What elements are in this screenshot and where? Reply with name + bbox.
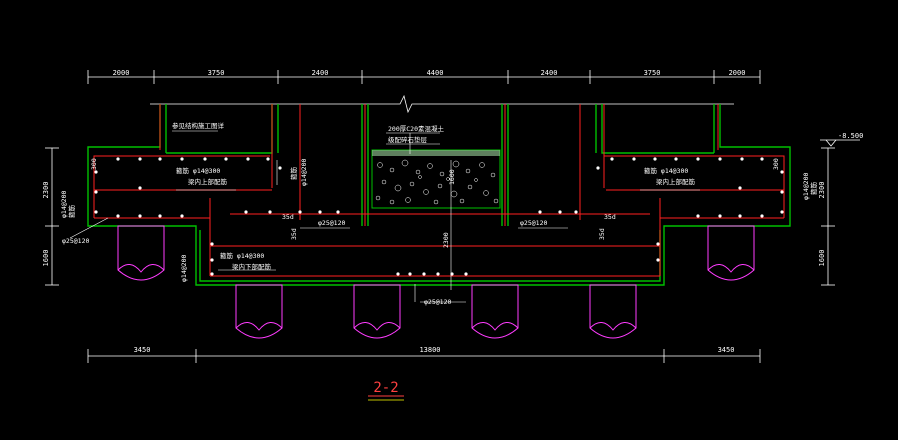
top-dimension-texts: 2000 3750 2400 4400 2400 3750 2000: [113, 69, 746, 77]
right-dim-2: 1600: [818, 250, 826, 267]
lower-rebar-note-2: 梁内下部配筋: [232, 262, 272, 271]
phi14-left-vert-b: φ14@200: [180, 255, 188, 282]
left-rebar-note-2: 梁内上部配筋: [188, 177, 228, 186]
label-1600-center: 1600: [448, 169, 456, 185]
hook-label-inner: 箍筋: [289, 167, 298, 181]
pile-1: [117, 225, 165, 281]
pile-3: [353, 284, 401, 339]
hook-label-right: 箍筋: [809, 182, 818, 196]
piles: [117, 225, 755, 339]
phi14-left-vert: φ14@200: [60, 191, 68, 218]
top-dim-7: 2000: [729, 69, 746, 77]
phi25-left: φ25@120: [62, 237, 89, 245]
drawing-title: 2-2: [373, 380, 398, 396]
label-35d-4: 35d: [598, 228, 606, 240]
elevation-marker: -8.500: [820, 132, 863, 147]
right-dimension-line: [821, 147, 835, 286]
label-300-right: 300: [772, 158, 780, 170]
phi25-bottom: φ25@120: [424, 298, 451, 306]
lower-rebar-note: 箍筋 φ14@300: [220, 251, 264, 260]
leader-lines: [69, 130, 700, 303]
phi25-mid-right: φ25@120: [520, 219, 547, 227]
top-dim-3: 2400: [312, 69, 329, 77]
label-300-left: 300: [90, 158, 98, 170]
left-dim-2: 1600: [42, 250, 50, 267]
left-dimension-line: [45, 147, 59, 286]
top-dim-6: 3750: [644, 69, 661, 77]
bottom-dimension-line: [87, 349, 761, 363]
drawing-title-block: 2-2: [368, 380, 404, 401]
bottom-dim-1: 3450: [134, 346, 151, 354]
label-2300-center: 2300: [442, 232, 450, 248]
right-rebar-note-2: 梁内上部配筋: [656, 177, 696, 186]
top-dim-4: 4400: [427, 69, 444, 77]
bottom-dim-2: 13800: [419, 346, 440, 354]
phi14-inner-vert: φ14@200: [300, 159, 308, 186]
side-dimension-texts: 2300 1600 2300 1600: [42, 182, 826, 267]
top-dim-1: 2000: [113, 69, 130, 77]
phi14-right-vert: φ14@200: [802, 173, 810, 200]
hook-label-left: 箍筋: [67, 205, 76, 219]
elevation-text: -8.500: [838, 132, 863, 140]
top-ground-line: [150, 94, 734, 114]
right-rebar-note: 箍筋 φ14@300: [644, 166, 688, 175]
bottom-dimension-texts: 3450 13800 3450: [134, 346, 735, 354]
top-dim-2: 3750: [208, 69, 225, 77]
left-dim-1: 2300: [42, 182, 50, 199]
label-35d-3: 35d: [290, 228, 298, 240]
pile-2: [235, 284, 283, 339]
left-rebar-note: 箍筋 φ14@300: [176, 166, 220, 175]
top-dim-5: 2400: [541, 69, 558, 77]
annotation-texts: 参见结构施工图详 200厚C20素混凝土 级配碎石垫层 箍筋 φ14@300 梁…: [60, 121, 818, 306]
note-upper-left: 参见结构施工图详: [172, 121, 225, 130]
rebar-dots: [94, 157, 784, 276]
phi25-mid-left: φ25@120: [318, 219, 345, 227]
pile-5: [589, 284, 637, 339]
label-35d-1: 35d: [282, 213, 294, 221]
top-dimension-line: [87, 70, 761, 84]
pile-4: [471, 284, 519, 339]
bottom-dim-3: 3450: [718, 346, 735, 354]
label-35d-2: 35d: [604, 213, 616, 221]
gravel-layer: [371, 149, 501, 209]
note-center-2: 级配碎石垫层: [388, 135, 428, 144]
note-center: 200厚C20素混凝土: [388, 124, 444, 133]
pile-6: [707, 225, 755, 281]
right-dim-1: 2300: [818, 182, 826, 199]
